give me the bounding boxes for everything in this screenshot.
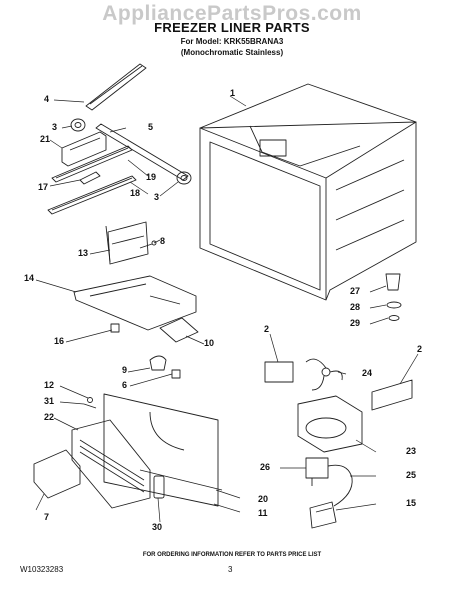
rail-part-4 [85,63,147,111]
callout-label: 28 [350,302,361,312]
shaft-part-5 [95,123,189,181]
harness-part-25 [327,464,353,507]
watermark: AppliancePartsPros.com [102,2,362,25]
motor-part-26 [305,457,329,486]
cover-part-7 [33,449,81,499]
back-panel-part-11 [103,393,219,507]
callout-label: 30 [152,522,163,532]
callout-label: 4 [44,94,50,104]
bracket-part-21 [61,131,107,167]
callout-label: 25 [406,470,417,480]
callout-label: 2 [264,324,270,334]
callout-label: 21 [40,134,51,144]
callout-label: 31 [44,396,55,406]
rail-part-18 [47,175,137,215]
gear-part-3-lower [176,171,192,185]
grille-part-22 [71,419,151,509]
seal-part-28 [386,301,402,309]
callout-label: 29 [350,318,361,328]
callout-label: 3 [52,122,58,132]
document-number: W10323283 [20,565,64,574]
callout-label: 14 [24,273,35,283]
callout-label: 6 [122,380,128,390]
socket-part-6 [171,369,181,379]
callout-label: 10 [204,338,215,348]
spacer-part-29 [388,315,400,321]
damper-part-27 [385,273,401,291]
rail-part-19 [51,145,133,183]
insulation-part-2-left [264,361,294,383]
callout-label: 17 [38,182,49,192]
screw-part-31 [83,403,97,409]
callout-label: 9 [122,365,128,375]
pad-part-10 [159,317,199,343]
screw-part-12 [87,397,93,403]
callout-label: 27 [350,286,361,296]
callout-label: 19 [146,172,157,182]
fan-blade-part-24 [305,358,343,391]
ordering-note: FOR ORDERING INFORMATION REFER TO PARTS … [142,552,322,558]
freezer-liner-part-1 [199,83,417,301]
clip-part-16 [110,323,120,333]
callout-label: 3 [154,192,160,202]
callout-label: 2 [417,344,423,354]
callout-label: 13 [78,248,89,258]
callout-label: 26 [260,462,271,472]
lamp-part-9 [149,355,167,371]
callout-label: 15 [406,498,417,508]
page-title: FREEZER LINER PARTS [154,20,310,35]
page-number: 3 [228,565,233,574]
callout-label: 5 [148,122,154,132]
cover-part-14 [73,275,197,331]
switch-part-30 [153,475,165,499]
gear-part-3-upper [70,118,86,132]
callout-label: 7 [44,512,50,522]
model-line: For Model: KRK55BRANA3 [180,37,284,46]
callout-label: 12 [44,380,55,390]
clip-part-17 [79,171,101,185]
strip-part-20 [139,469,223,491]
callout-label: 18 [130,188,141,198]
model-subtitle: (Monochromatic Stainless) [180,48,284,57]
leader-lines [35,95,419,523]
bracket-part-15 [309,501,337,529]
callout-label: 20 [258,494,269,504]
callout-label: 22 [44,412,55,422]
callout-label: 16 [54,336,65,346]
callout-label: 24 [362,368,373,378]
callout-label: 1 [230,88,236,98]
insulation-part-2-right [371,379,413,411]
callout-label: 23 [406,446,417,456]
callout-label: 11 [258,508,268,518]
fan-housing-part-23 [297,395,363,453]
bracket-part-13 [105,221,149,265]
screw-part-8 [139,240,157,249]
callout-label: 8 [160,236,166,246]
